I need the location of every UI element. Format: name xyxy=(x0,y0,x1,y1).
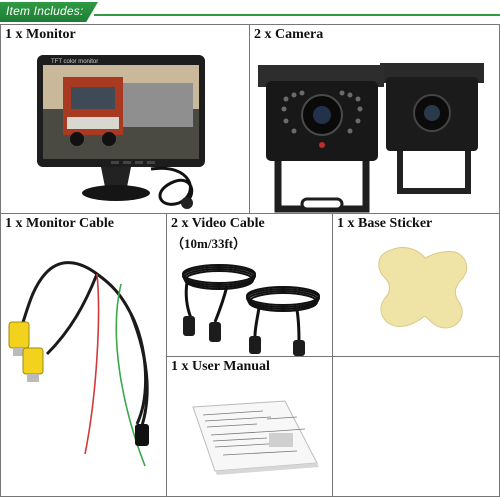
camera-label: 2 x Camera xyxy=(254,27,324,42)
header-banner: Item Includes: xyxy=(0,0,500,24)
cell-base-sticker: 1 x Base Sticker xyxy=(332,213,500,357)
cell-monitor: 1 x Monitor TFT color monitor xyxy=(0,24,250,214)
user-manual-label: 1 x User Manual xyxy=(171,359,270,374)
cell-empty xyxy=(332,356,500,497)
monitor-cable-label: 1 x Monitor Cable xyxy=(5,216,115,231)
video-cable-label: 2 x Video Cable xyxy=(171,216,265,231)
camera-image xyxy=(258,63,484,213)
video-cable-length: （10m/33ft） xyxy=(171,236,247,251)
banner-title: Item Includes: xyxy=(6,4,84,18)
monitor-image: TFT color monitor xyxy=(37,55,205,209)
base-sticker-image xyxy=(378,247,468,329)
cell-camera: 2 x Camera xyxy=(249,24,500,214)
cell-user-manual: 1 x User Manual xyxy=(166,356,333,497)
cell-video-cable: 2 x Video Cable （10m/33ft） xyxy=(166,213,333,357)
monitor-cable-image xyxy=(8,261,149,467)
banner-tab xyxy=(0,2,98,22)
banner-divider xyxy=(94,14,500,16)
user-manual-image xyxy=(192,400,319,475)
cell-monitor-cable: 1 x Monitor Cable xyxy=(0,213,167,497)
video-cable-image xyxy=(182,264,320,356)
base-sticker-label: 1 x Base Sticker xyxy=(337,216,433,231)
screen-caption: TFT color monitor xyxy=(51,59,98,65)
monitor-label: 1 x Monitor xyxy=(5,27,76,42)
